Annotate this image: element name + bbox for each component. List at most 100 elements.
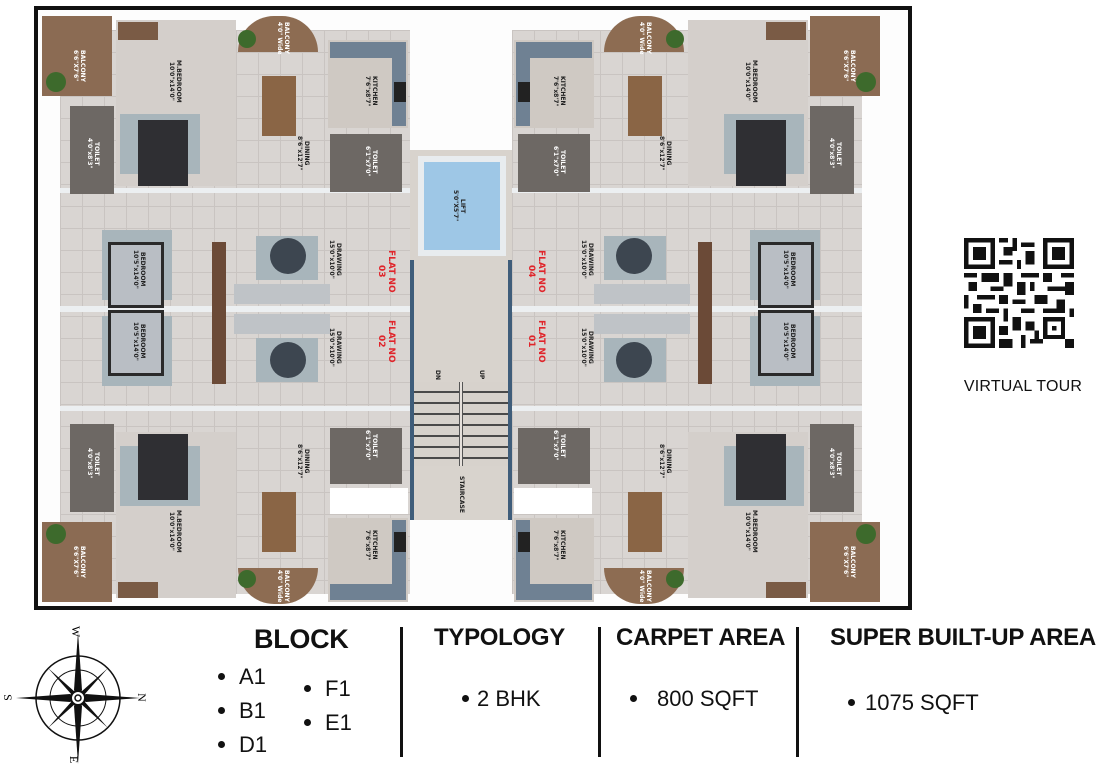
carpet-area-value: 800 SQFT (630, 686, 758, 712)
virtual-tour-caption[interactable]: VIRTUAL TOUR (963, 378, 1083, 395)
bullet-icon (304, 684, 311, 692)
bullet-icon (218, 740, 225, 748)
balcony-label: BALCONY 6'6"X7'6" (72, 50, 86, 82)
plant (238, 570, 256, 588)
drawing-label: DRAWING 15'0"x10'0" (580, 240, 594, 279)
master-bed (736, 434, 786, 500)
toilet-common (518, 428, 590, 484)
plant (856, 524, 876, 544)
compass-south-label: S (0, 694, 15, 701)
balcony-label: BALCONY 6'6"X7'6" (842, 50, 856, 82)
flat-02-label: FLAT NO 02 (376, 320, 396, 363)
wall (512, 188, 862, 193)
kitchen-label: KITCHEN 7'6"x8'7" (364, 76, 378, 107)
dining-table (628, 492, 662, 552)
toilet-label: TOILET 6'1"x7'0" (552, 430, 566, 461)
sofa (594, 284, 690, 304)
lift (418, 156, 506, 256)
toilet-common (330, 134, 402, 192)
coffee-table (270, 342, 306, 378)
flat-01-label: FLAT NO 01 (526, 320, 546, 363)
plant (46, 72, 66, 92)
divider (598, 627, 601, 757)
toilet-master (70, 106, 114, 194)
wall-shadow (410, 260, 414, 520)
bedroom-bed (108, 310, 164, 376)
balcony-label: BALCONY 6'6"X7'6" (72, 546, 86, 578)
kitchen-label: KITCHEN 7'6"x8'7" (364, 530, 378, 561)
plant (46, 524, 66, 544)
stove (518, 532, 530, 552)
balcony-round-label: BALCONY 4'0" Wide (276, 570, 290, 603)
dining-table (262, 492, 296, 552)
bullet-icon (304, 718, 311, 726)
bedroom-bed (758, 242, 814, 308)
stove (394, 532, 406, 552)
plant (856, 72, 876, 92)
qr-code-icon[interactable] (964, 238, 1074, 348)
m-bedroom-label: M.BEDROOM 10'0"x14'0" (744, 510, 758, 553)
dining-label: DINING 8'6"x12'7" (658, 136, 672, 171)
drawing-label: DRAWING 15'0"x10'0" (580, 328, 594, 367)
drawing-label: DRAWING 15'0"x10'0" (328, 240, 342, 279)
toilet-label: TOILET 4'0"x8'3" (828, 448, 842, 479)
wall (512, 306, 862, 312)
bullet-icon (218, 672, 225, 680)
bedroom-bed (758, 310, 814, 376)
super-built-up-area-title: SUPER BUILT-UP AREA (830, 624, 1096, 651)
dining-table (262, 76, 296, 136)
kitchen-counter (516, 42, 592, 58)
compass-rose-icon (16, 632, 140, 764)
flat-04-label: FLAT NO 04 (526, 250, 546, 293)
bedroom-label: BEDROOM 10'5"x14'0" (132, 250, 146, 289)
dining-table (628, 76, 662, 136)
wall (60, 406, 410, 411)
block-item: A1 (218, 664, 266, 690)
wardrobe (118, 582, 158, 598)
compass-north-label: N (134, 693, 149, 702)
typology-value: 2 BHK (462, 686, 541, 712)
bullet-icon (218, 706, 225, 714)
toilet-label: TOILET 6'1"x7'0" (364, 430, 378, 461)
wall (512, 406, 862, 411)
bedroom-label: BEDROOM 10'5"x14'0" (132, 322, 146, 361)
duct (514, 488, 592, 514)
block-item: B1 (218, 698, 266, 724)
toilet-label: TOILET 6'1"x7'0" (552, 146, 566, 177)
wardrobe (766, 22, 806, 40)
block-item: D1 (218, 732, 267, 758)
compass-west-label: W (69, 625, 84, 638)
flat-03-label: FLAT NO 03 (376, 250, 396, 293)
balcony-round-label: BALCONY 4'0" Wide (276, 22, 290, 55)
wardrobe (118, 22, 158, 40)
master-bed (138, 120, 188, 186)
balcony-label: BALCONY 6'6"X7'6" (842, 546, 856, 578)
dining-label: DINING 8'6"x12'7" (296, 444, 310, 479)
typology-title: TYPOLOGY (434, 624, 565, 651)
carpet-area-title: CARPET AREA (616, 624, 786, 651)
wall (60, 188, 410, 193)
master-bed (736, 120, 786, 186)
toilet-master (70, 424, 114, 512)
m-bedroom-label: M.BEDROOM 10'0"x14'0" (168, 60, 182, 103)
balcony-round-label: BALCONY 4'0" Wide (638, 570, 652, 603)
plant (666, 30, 684, 48)
plant (666, 570, 684, 588)
staircase-label: STAIRCASE (458, 476, 465, 513)
compass-east-label: E (67, 755, 82, 764)
dining-label: DINING 8'6"x12'7" (658, 444, 672, 479)
tv-unit (698, 242, 712, 384)
wall (60, 306, 410, 312)
sofa (234, 314, 330, 334)
toilet-master (810, 424, 854, 512)
coffee-table (270, 238, 306, 274)
toilet-label: TOILET 4'0"x8'3" (86, 448, 100, 479)
floor-plan: LIFT 5'0"X5'7" DN UP STAIRCASE FLAT NO 0… (34, 6, 912, 610)
wall-shadow (508, 260, 512, 520)
coffee-table (616, 238, 652, 274)
kitchen-label: KITCHEN 7'6"x8'7" (552, 76, 566, 107)
kitchen-counter (330, 42, 406, 58)
block-item: E1 (304, 710, 352, 736)
drawing-label: DRAWING 15'0"x10'0" (328, 328, 342, 367)
bedroom-label: BEDROOM 10'5"x14'0" (782, 322, 796, 361)
